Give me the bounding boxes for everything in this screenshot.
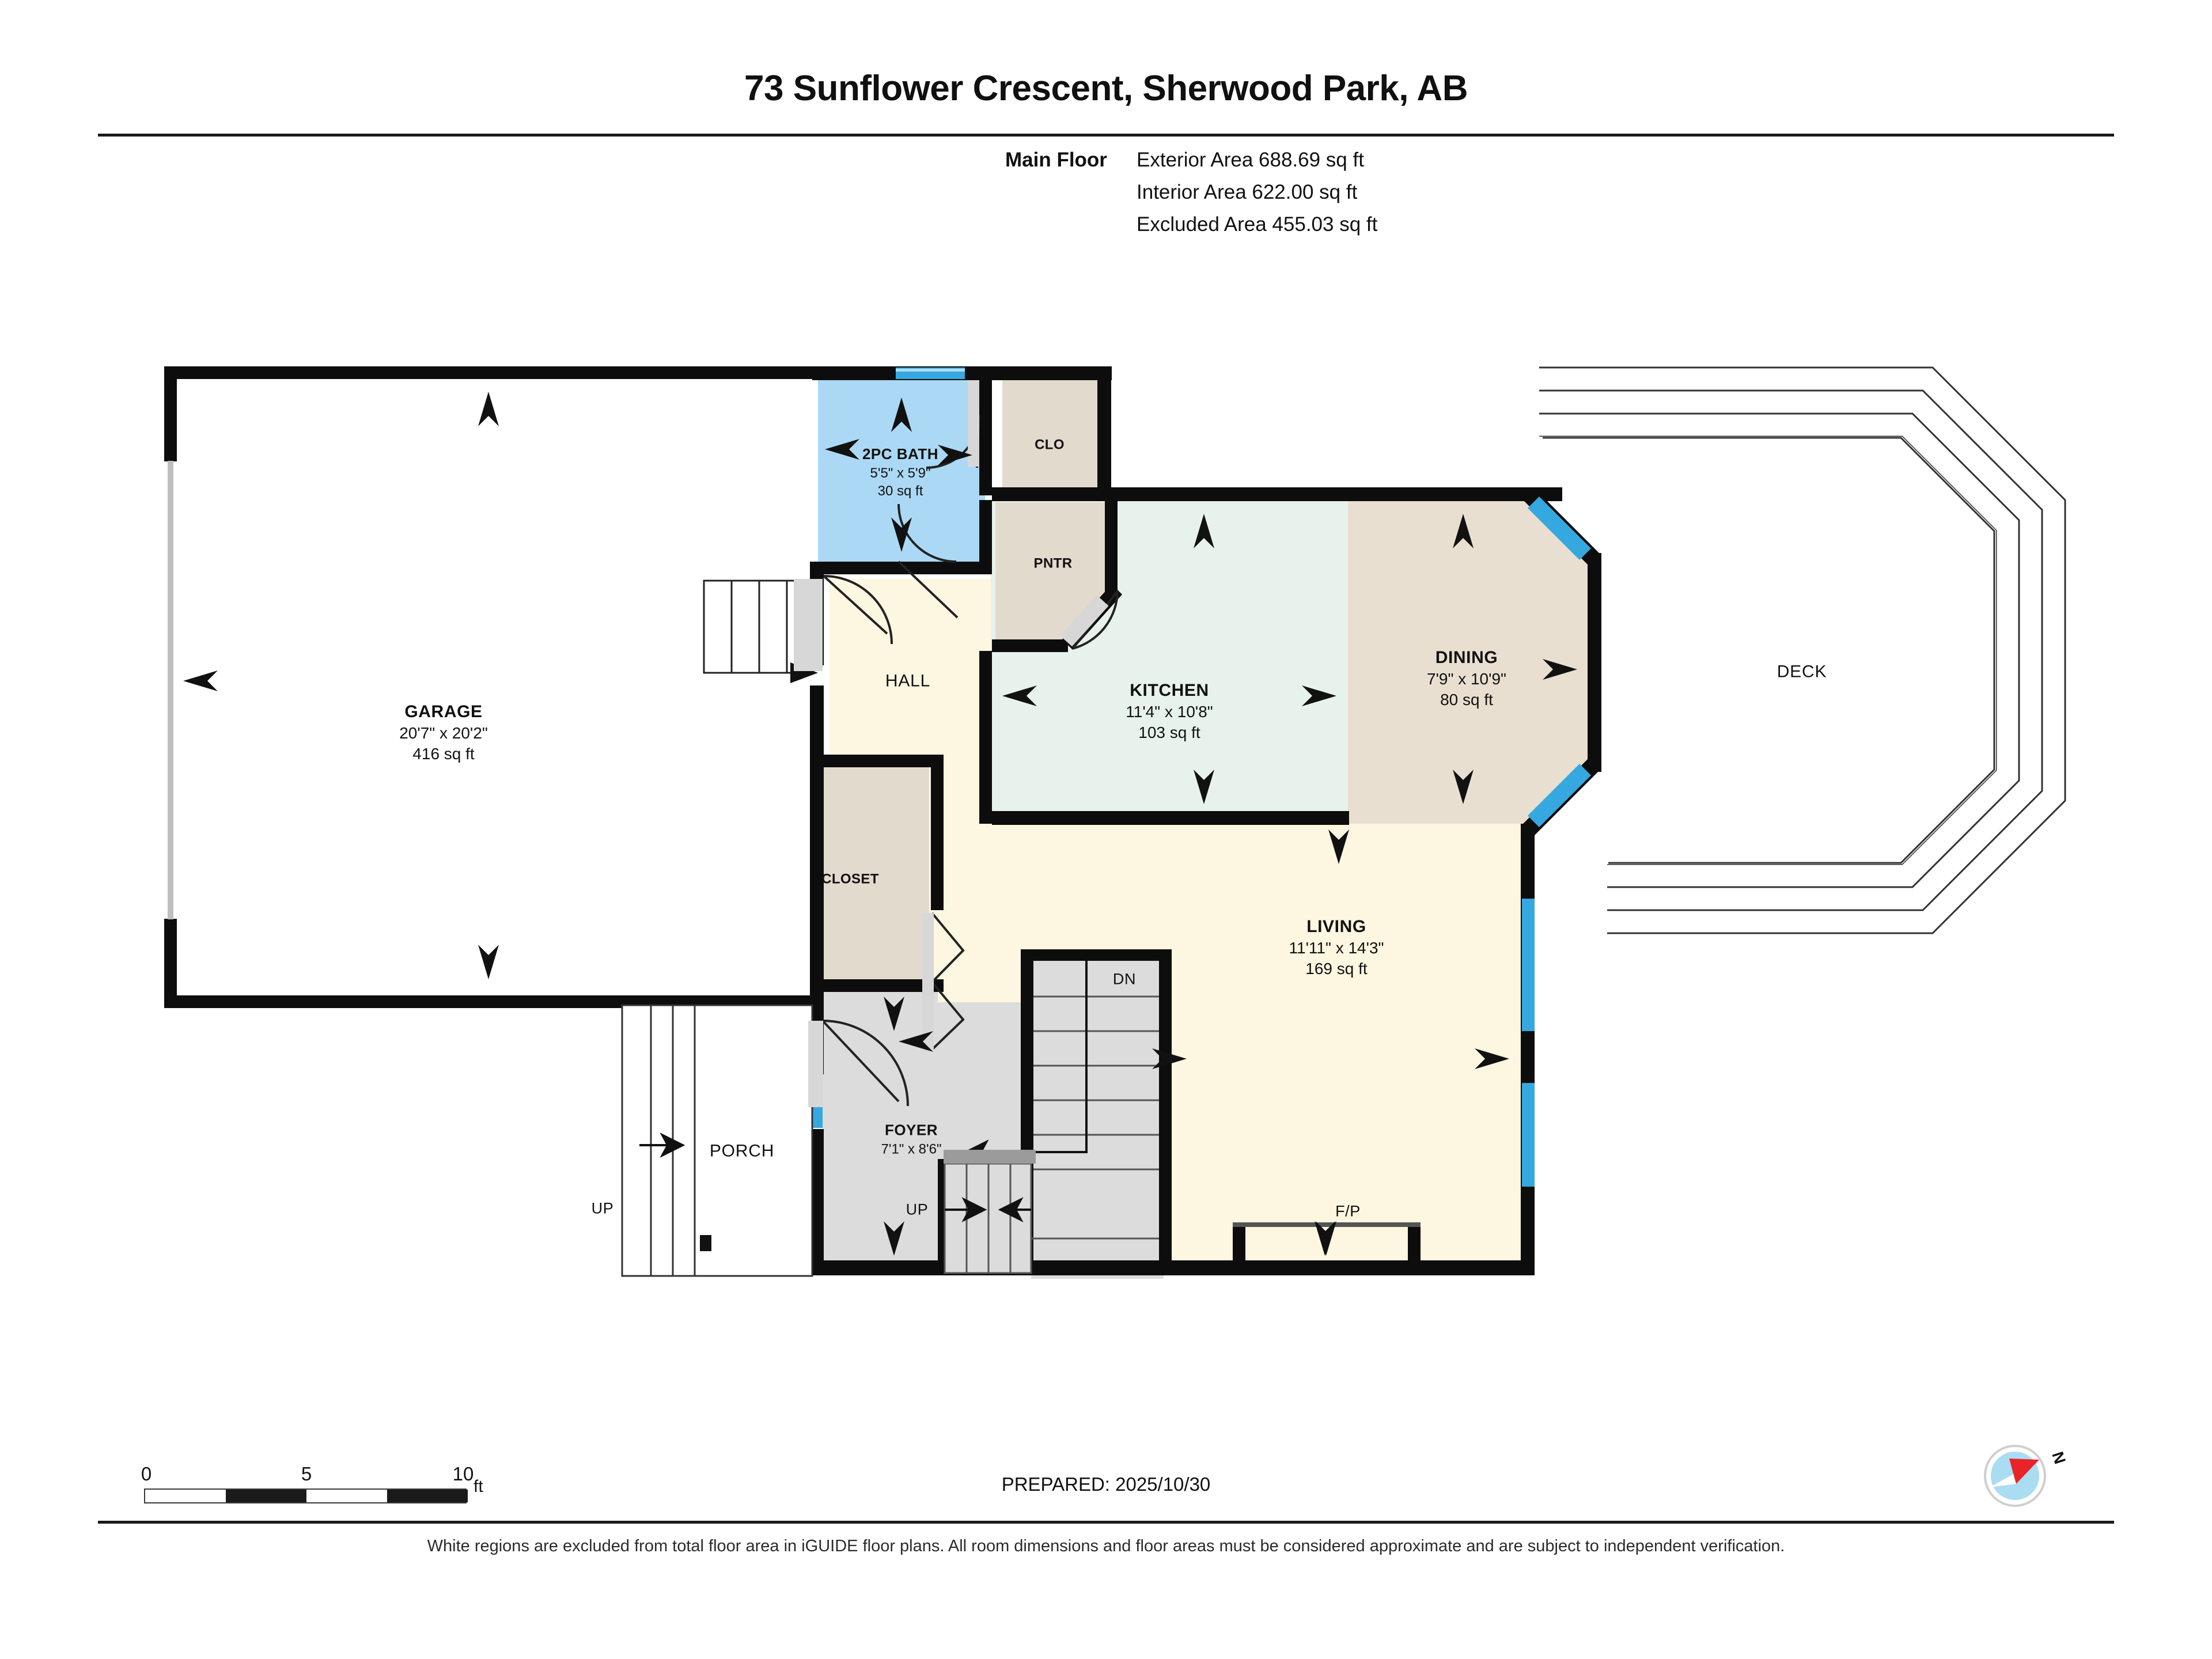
- scale-bar-graphic: [144, 1488, 468, 1503]
- summary-row-exterior: Main Floor Exterior Area 688.69 sq ft: [1005, 149, 1812, 172]
- stair-label-up-porch: UP: [591, 1199, 614, 1217]
- stair-well-fill: [1031, 956, 1164, 1279]
- windows: [811, 368, 1591, 1187]
- room-label-hall: HALL: [885, 671, 931, 691]
- footer-divider: [98, 1521, 2114, 1524]
- scale-tick-5: 5: [301, 1463, 312, 1484]
- excluded-area-value: Excluded Area 455.03 sq ft: [1137, 213, 1378, 236]
- room-label-kitchen: KITCHEN 11'4" x 10'8" 103 sq ft: [1126, 681, 1213, 742]
- porch-steps: [621, 1004, 813, 1277]
- room-label-closet: CLOSET: [821, 871, 879, 887]
- scale-seg-2: [387, 1490, 468, 1502]
- door-leaf-fill: [794, 380, 1109, 1107]
- garage-floor: [168, 372, 813, 1002]
- page-title: 73 Sunflower Crescent, Sherwood Park, AB: [744, 69, 1468, 108]
- scale-seg-1: [226, 1490, 306, 1502]
- living-fill: [830, 579, 991, 766]
- room-label-garage: GARAGE 20'7" x 20'2" 416 sq ft: [399, 702, 488, 763]
- dining-fill: [1348, 500, 1590, 824]
- compass-north-label: N: [2048, 1449, 2069, 1466]
- scale-unit-label: ft: [474, 1477, 483, 1496]
- closet-fill: [823, 766, 929, 991]
- stair-label-up-foyer: UP: [906, 1200, 929, 1218]
- room-label-living: LIVING 11'11" x 14'3" 169 sq ft: [1289, 917, 1384, 978]
- fireplace-arrow: [1316, 1221, 1336, 1256]
- interior-area-value: Interior Area 622.00 sq ft: [1137, 181, 1358, 203]
- deck-structure: [1539, 366, 2066, 934]
- floor-area-summary: Main Floor Exterior Area 688.69 sq ft Ma…: [1005, 149, 1812, 245]
- room-label-fireplace: F/P: [1335, 1202, 1361, 1220]
- stair-label-dn: DN: [1112, 970, 1137, 988]
- room-label-dining: DINING 7'9" x 10'9" 80 sq ft: [1427, 648, 1506, 709]
- prepared-date: PREPARED: 2025/10/30: [1001, 1474, 1211, 1495]
- exterior-area-value: Exterior Area 688.69 sq ft: [1137, 149, 1364, 171]
- scale-tick-0: 0: [141, 1463, 152, 1484]
- compass-rose: N: [1976, 1434, 2080, 1521]
- room-label-porch: PORCH: [709, 1141, 775, 1161]
- hall-gray-strip: [823, 991, 938, 1008]
- floor-label: Main Floor: [1005, 149, 1107, 171]
- foyer-up-steps: [944, 1162, 1032, 1274]
- main-stair-treads: [949, 995, 1159, 1240]
- room-label-pntr: PNTR: [1033, 555, 1073, 571]
- summary-row-interior: Main Floor Interior Area 622.00 sq ft: [1005, 181, 1812, 204]
- clo-fill: [1002, 380, 1097, 493]
- summary-row-excluded: Main Floor Excluded Area 455.03 sq ft: [1005, 213, 1812, 236]
- room-label-foyer: FOYER 7'1" x 8'6": [881, 1121, 942, 1157]
- room-label-clo: CLO: [1035, 437, 1065, 453]
- disclaimer-text: White regions are excluded from total fl…: [427, 1537, 1785, 1555]
- header-divider: [98, 134, 2114, 137]
- room-label-bath: 2PC BATH 5'5" x 5'9" 30 sq ft: [862, 445, 939, 499]
- room-label-deck: DECK: [1777, 662, 1827, 681]
- scale-tick-10: 10: [452, 1463, 474, 1484]
- compass-needle-north: [2009, 1459, 2039, 1484]
- scale-bar: 0 5 10 ft: [141, 1463, 490, 1503]
